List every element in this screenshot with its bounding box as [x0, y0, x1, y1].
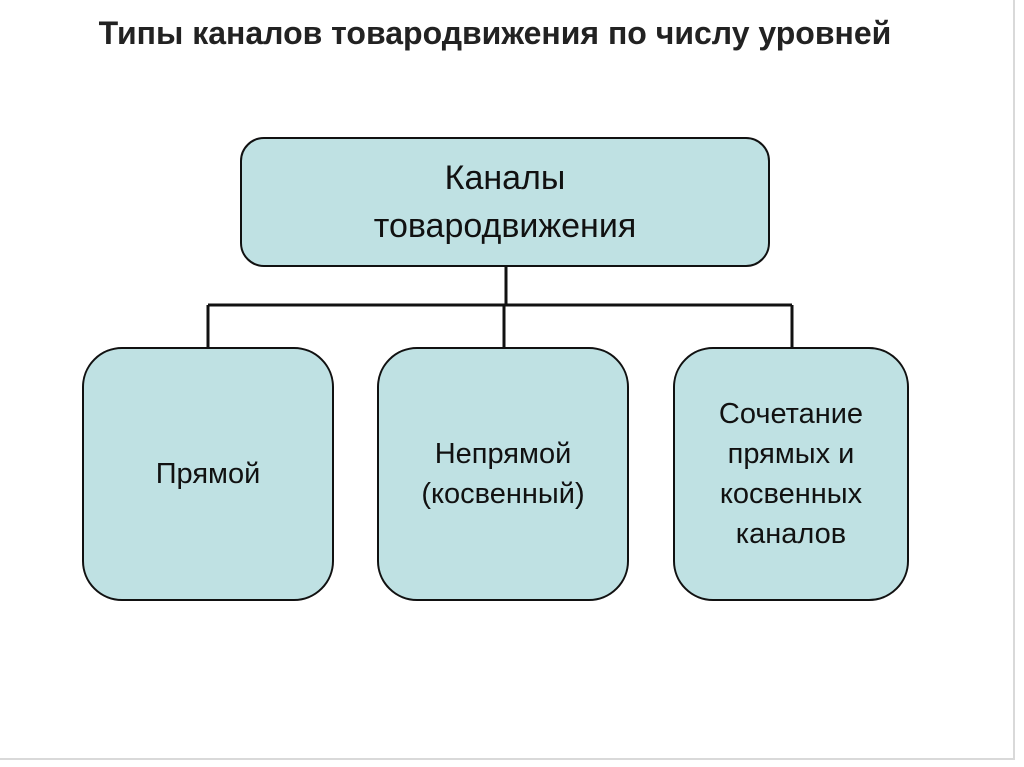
node-direct: Прямой	[82, 347, 334, 601]
node-indirect-label: Непрямой (косвенный)	[421, 438, 585, 510]
node-indirect: Непрямой (косвенный)	[377, 347, 629, 601]
node-direct-label: Прямой	[155, 458, 261, 490]
node-combined: Сочетание прямых и косвенных каналов	[673, 347, 909, 601]
node-distribution-channels: Каналы товародвижения	[240, 137, 770, 267]
node-combined-label: Сочетание прямых и косвенных каналов	[718, 398, 864, 550]
node-root-label: Каналы товародвижения	[373, 159, 637, 245]
slide-title: Типы каналов товародвижения по числу уро…	[98, 15, 892, 51]
